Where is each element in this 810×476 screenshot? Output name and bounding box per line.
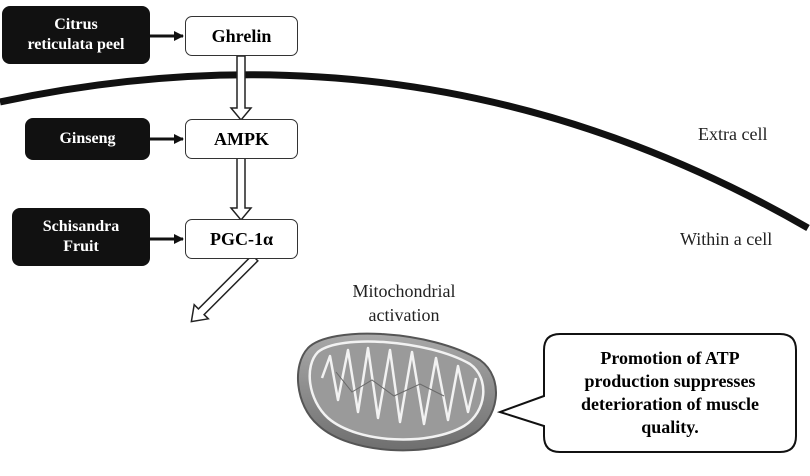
ampk-to-pgc1a-arrow: [229, 157, 253, 222]
callout-line-3: deterioration of muscle: [581, 394, 759, 414]
schisandra-source-box: Schisandra Fruit: [12, 208, 150, 266]
schisandra-label-line-1: Schisandra: [42, 218, 120, 235]
callout-line-4: quality.: [641, 417, 699, 437]
citrus-label-line-2: reticulata peel: [27, 36, 125, 53]
activation-label-line-2: activation: [368, 305, 440, 325]
cell-membrane: [0, 71, 810, 232]
callout-bubble: [496, 333, 797, 453]
callout-text: Promotion of ATP production suppresses d…: [555, 343, 785, 443]
ghrelin-label: Ghrelin: [211, 25, 272, 46]
ghrelin-node: Ghrelin: [185, 16, 298, 56]
mitochondrion-illustration: [296, 332, 497, 452]
callout-line-1: Promotion of ATP: [600, 348, 740, 368]
schisandra-label-line-2: Fruit: [63, 238, 99, 255]
citrus-source-box: Citrus reticulata peel: [2, 6, 150, 64]
ampk-node: AMPK: [185, 119, 298, 159]
callout-line-2: production suppresses: [584, 371, 756, 391]
within-cell-label: Within a cell: [680, 229, 773, 249]
ginseng-source-box: Ginseng: [25, 118, 150, 160]
pgc1a-node: PGC-1α: [185, 219, 298, 259]
citrus-label-line-1: Citrus: [54, 16, 98, 33]
ghrelin-to-ampk-arrow: [229, 55, 253, 122]
activation-label-line-1: Mitochondrial: [352, 281, 456, 301]
pgc1a-to-mitochondria-arrow: [190, 254, 259, 323]
pgc1a-label: PGC-1α: [209, 228, 274, 249]
mitochondrial-activation-label: Mitochondrial activation: [334, 279, 474, 327]
extra-cell-label: Extra cell: [698, 124, 768, 144]
ampk-label: AMPK: [214, 128, 269, 149]
ginseng-label: Ginseng: [59, 130, 116, 147]
